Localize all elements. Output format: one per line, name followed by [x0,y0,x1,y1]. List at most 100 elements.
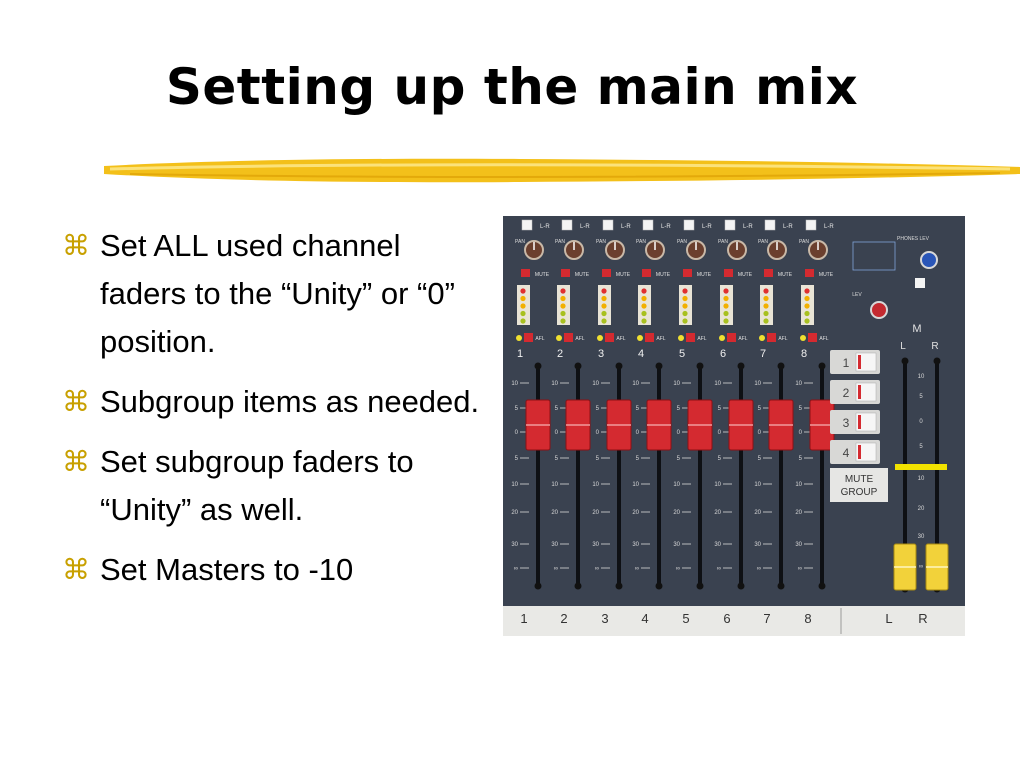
master-fader-slot [903,361,907,589]
master-scale-mark: 10 [918,476,925,482]
subgroup-number: 2 [843,386,850,400]
meter-led [723,295,729,302]
fader-scale-mark: 10 [511,381,518,387]
fader-slot [657,366,661,584]
master-scale-mark: 20 [918,506,925,512]
master-number-r: R [918,611,927,626]
lr-label: L-R [824,224,834,230]
fader-scale-mark: 10 [551,381,558,387]
channel-number-top: 5 [679,348,685,360]
fader-scale-mark: 5 [677,406,681,412]
fader-scale-mark: 10 [592,381,599,387]
bullet-item: ⌘Set subgroup faders to “Unity” as well. [62,438,492,534]
afl-button [524,333,533,342]
fader-scale-mark: 0 [718,430,722,436]
afl-label: AFL [575,336,584,342]
mute-label: MUTE [656,272,671,278]
mute-group-label-2: GROUP [841,487,878,498]
fader-scale-mark: ∞ [717,566,721,572]
fader-scale-mark: 5 [758,456,762,462]
fader-scale-mark: 30 [592,542,599,548]
master-scale-mark: 5 [919,444,923,450]
mute-button [805,269,814,277]
fader-scale-mark: 5 [758,406,762,412]
lr-label: L-R [580,224,590,230]
fader-scale-mark: 0 [596,430,600,436]
fader-scale-mark: 5 [799,406,803,412]
meter-led [804,303,810,309]
meter-led [763,288,769,294]
meter-led [804,288,810,294]
meter-led [641,288,647,294]
fader-slot [739,366,743,584]
channel-number-bottom: 5 [682,611,689,626]
meter-led [560,303,566,309]
meter-led [641,310,647,317]
channel-number-bottom: 4 [641,611,648,626]
fader-scale-mark: 0 [677,430,681,436]
lr-button [602,219,614,231]
meter-led [520,310,526,317]
afl-label: AFL [616,336,625,342]
meter-led [682,295,688,302]
afl-led [719,335,725,341]
bullet-list: ⌘Set ALL used channel faders to the “Uni… [62,222,492,606]
fader-slot-end [534,362,542,370]
lr-button [521,219,533,231]
mute-group-box [830,468,888,502]
master-scale-mark: 10 [918,374,925,380]
fader-slot-end [574,582,582,590]
fader-scale-mark: 20 [632,510,639,516]
command-icon: ⌘ [62,446,90,477]
mute-button [602,269,611,277]
lr-label: L-R [540,224,550,230]
fader-scale-mark: 10 [632,381,639,387]
lr-button [724,219,736,231]
meter-led [682,288,688,294]
subgroup-number: 3 [843,416,850,430]
meter-led [804,318,810,324]
afl-button [605,333,614,342]
meter-led [601,303,607,309]
fader-scale-mark: ∞ [635,566,639,572]
fader-scale-mark: 10 [551,482,558,488]
meter-led [520,288,526,294]
fader-scale-mark: 5 [555,456,559,462]
fader-slot [536,366,540,584]
fader-slot-end [777,582,785,590]
fader-slot-end [818,582,826,590]
fader-slot-end [737,362,745,370]
subgroup-button-stripe [858,355,861,369]
meter-led [763,318,769,324]
lr-button [683,219,695,231]
channel-number-bottom: 3 [601,611,608,626]
fader-scale-mark: 20 [592,510,599,516]
fader-scale-mark: ∞ [514,566,518,572]
fader-scale-mark: ∞ [554,566,558,572]
pan-label: PAN [555,239,565,245]
afl-button [686,333,695,342]
meter-led [763,295,769,302]
lr-button [642,219,654,231]
fader-scale-mark: 0 [555,430,559,436]
meter-led [763,310,769,317]
fader-scale-mark: 5 [799,456,803,462]
fader-slot-end [615,582,623,590]
mute-button [642,269,651,277]
pan-label: PAN [596,239,606,245]
meter-led [682,318,688,324]
lr-label: L-R [702,224,712,230]
mute-label: MUTE [819,272,834,278]
fader-scale-mark: 20 [714,510,721,516]
master-number-l: L [885,611,892,626]
meter-led [723,318,729,324]
fader-scale-mark: 5 [718,406,722,412]
command-icon: ⌘ [62,386,90,417]
meter-led [641,318,647,324]
fader-slot-end [655,362,663,370]
channel-number-bottom: 2 [560,611,567,626]
afl-led [516,335,522,341]
meter-led [763,303,769,309]
mute-label: MUTE [697,272,712,278]
channel-number-top: 1 [517,348,523,360]
